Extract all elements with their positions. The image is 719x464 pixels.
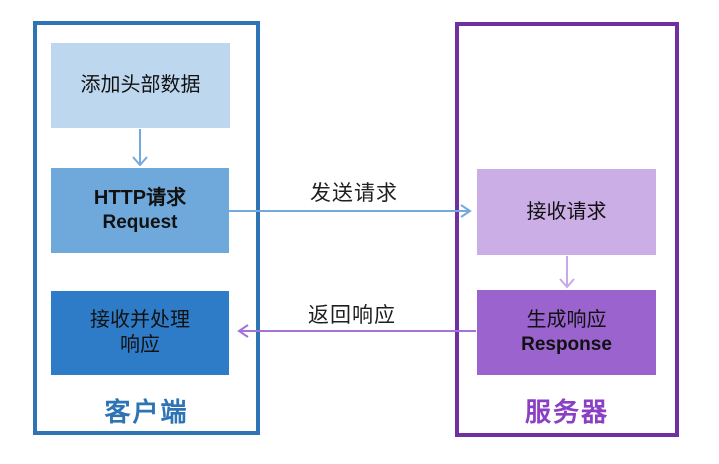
node-receive-request: 接收请求	[477, 169, 656, 255]
node-receive-process-response: 接收并处理 响应	[51, 291, 229, 375]
node-http-request: HTTP请求 Request	[51, 168, 229, 253]
node-generate-response: 生成响应 Response	[477, 290, 656, 375]
send-request-caption: 发送请求	[310, 182, 398, 205]
node-add-header-label: 添加头部数据	[80, 74, 201, 96]
node-receive-process-line1: 接收并处理	[90, 309, 190, 331]
client-zone-label: 客户端	[104, 397, 189, 427]
node-receive-process-line2: 响应	[120, 334, 160, 356]
node-receive-request-label: 接收请求	[526, 200, 607, 223]
node-http-request-line1: HTTP请求	[93, 187, 187, 210]
server-zone-label: 服务器	[524, 397, 609, 427]
node-generate-response-line2: Response	[521, 334, 612, 356]
node-add-header-data: 添加头部数据	[51, 43, 230, 128]
node-generate-response-line1: 生成响应	[526, 309, 607, 332]
node-http-request-line2: Request	[102, 212, 178, 234]
return-response-caption: 返回响应	[308, 304, 396, 327]
